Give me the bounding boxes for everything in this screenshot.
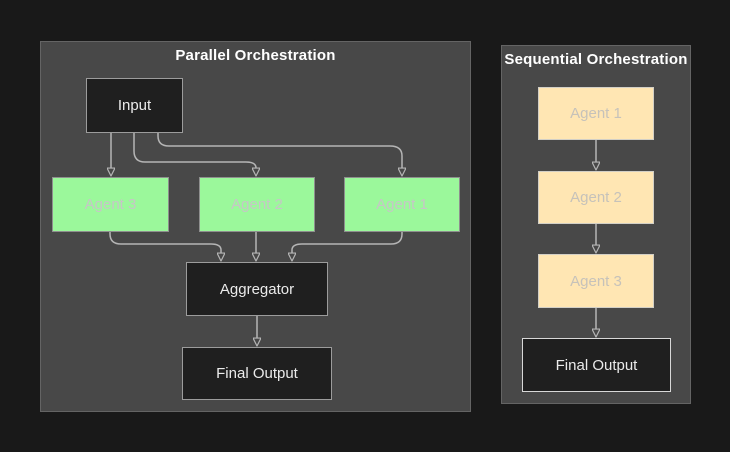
- node-sequential-agent-3: Agent 3: [538, 254, 654, 308]
- node-sequential-final-output: Final Output: [522, 338, 671, 392]
- node-parallel-agent-3: Agent 3: [52, 177, 169, 232]
- node-parallel-agent-2: Agent 2: [199, 177, 315, 232]
- node-aggregator-label: Aggregator: [219, 280, 295, 298]
- node-parallel-agent-1-label: Agent 1: [376, 196, 428, 213]
- node-parallel-final-output-label: Final Output: [216, 365, 298, 382]
- node-sequential-final-output-label: Final Output: [555, 356, 638, 374]
- node-sequential-agent-3-label: Agent 3: [570, 272, 622, 290]
- node-sequential-agent-2-label: Agent 2: [570, 189, 622, 206]
- node-sequential-agent-1: Agent 1: [538, 87, 654, 140]
- node-parallel-final-output: Final Output: [182, 347, 332, 400]
- node-sequential-agent-2: Agent 2: [538, 171, 654, 224]
- parallel-panel-title: Parallel Orchestration: [175, 47, 336, 64]
- node-input-label: Input: [117, 97, 152, 114]
- node-input: Input: [86, 78, 183, 133]
- node-aggregator: Aggregator: [186, 262, 328, 316]
- node-parallel-agent-1: Agent 1: [344, 177, 460, 232]
- node-parallel-agent-2-label: Agent 2: [231, 196, 283, 213]
- node-parallel-agent-3-label: Agent 3: [84, 196, 137, 213]
- sequential-panel-title: Sequential Orchestration: [504, 51, 688, 68]
- node-sequential-agent-1-label: Agent 1: [570, 105, 622, 122]
